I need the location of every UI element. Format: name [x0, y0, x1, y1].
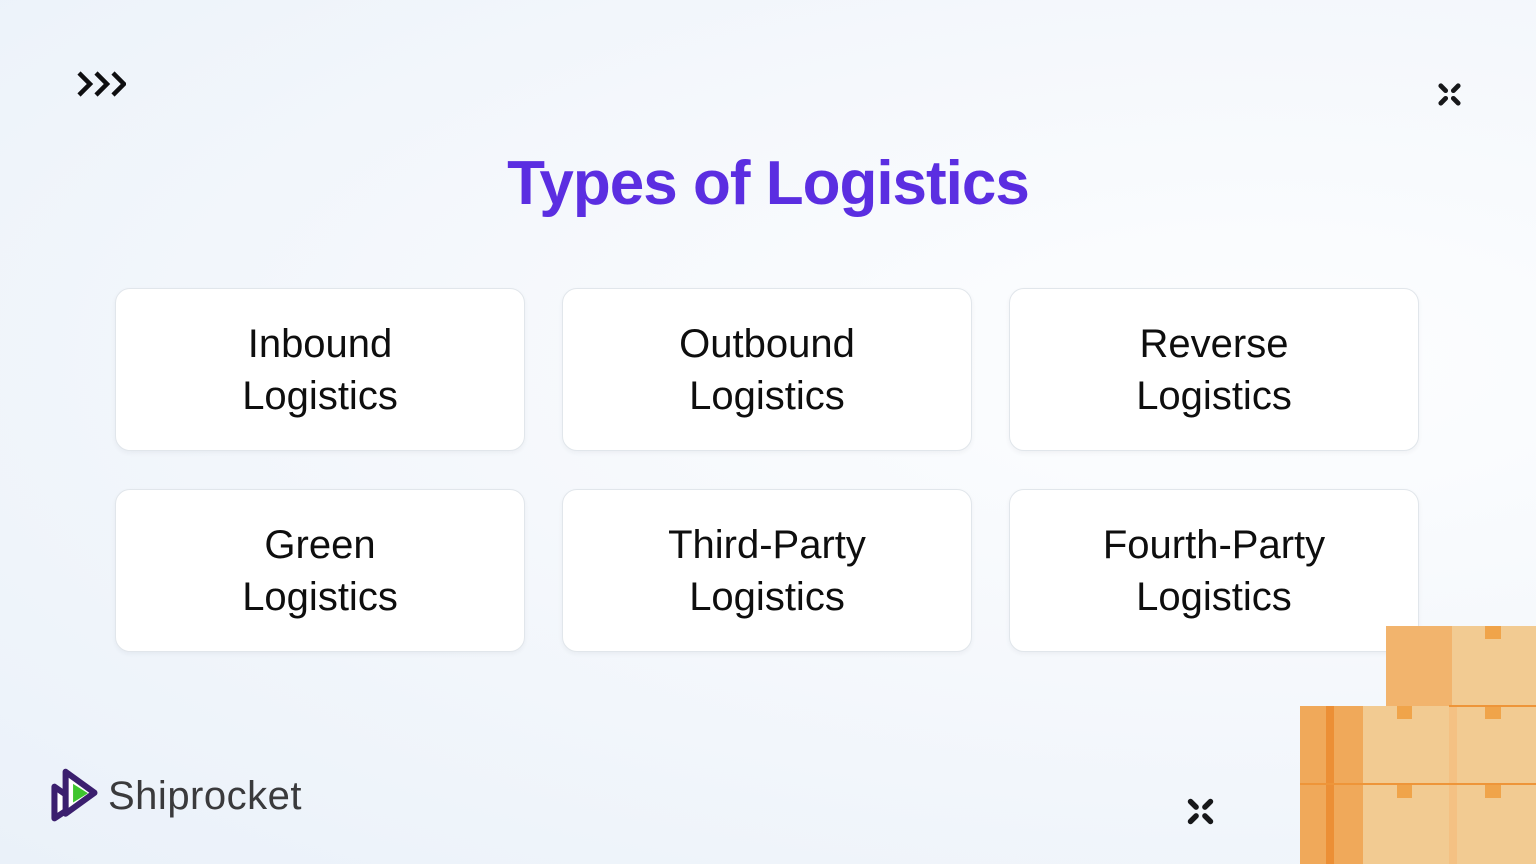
box-segment [1457, 785, 1536, 864]
box-tape-tab [1397, 706, 1412, 719]
triple-chevron-right-icon [77, 71, 126, 97]
box-divider [1300, 783, 1536, 785]
card-third-party-logistics: Third-Party Logistics [562, 489, 972, 652]
box-tape-tab [1485, 785, 1501, 798]
collapse-icon[interactable] [1436, 81, 1463, 108]
card-label: Reverse Logistics [1136, 321, 1292, 418]
card-label: Green Logistics [242, 522, 398, 619]
box-divider [1449, 705, 1536, 707]
card-fourth-party-logistics: Fourth-Party Logistics [1009, 489, 1419, 652]
card-label: Outbound Logistics [679, 321, 855, 418]
card-outbound-logistics: Outbound Logistics [562, 288, 972, 451]
logistics-card-grid: Inbound Logistics Outbound Logistics Rev… [115, 288, 1419, 652]
cardboard-boxes-illustration [1300, 626, 1536, 864]
card-label: Fourth-Party Logistics [1102, 522, 1326, 619]
box-stripe [1449, 706, 1457, 864]
collapse-icon[interactable] [1185, 796, 1216, 827]
box-tape-tab [1485, 626, 1501, 639]
box-tape-tab [1397, 785, 1412, 798]
box-segment [1386, 626, 1452, 706]
card-label: Third-Party Logistics [668, 522, 866, 619]
box-stripe [1326, 706, 1334, 864]
card-inbound-logistics: Inbound Logistics [115, 288, 525, 451]
box-segment [1452, 626, 1536, 706]
page-title: Types of Logistics [507, 149, 1030, 218]
shiprocket-logo-icon [51, 768, 98, 822]
box-segment [1363, 785, 1449, 864]
card-reverse-logistics: Reverse Logistics [1009, 288, 1419, 451]
card-label: Inbound Logistics [242, 321, 398, 418]
card-green-logistics: Green Logistics [115, 489, 525, 652]
brand-name: Shiprocket [108, 773, 302, 818]
brand-logo: Shiprocket [47, 766, 302, 826]
box-tape-tab [1485, 706, 1501, 719]
